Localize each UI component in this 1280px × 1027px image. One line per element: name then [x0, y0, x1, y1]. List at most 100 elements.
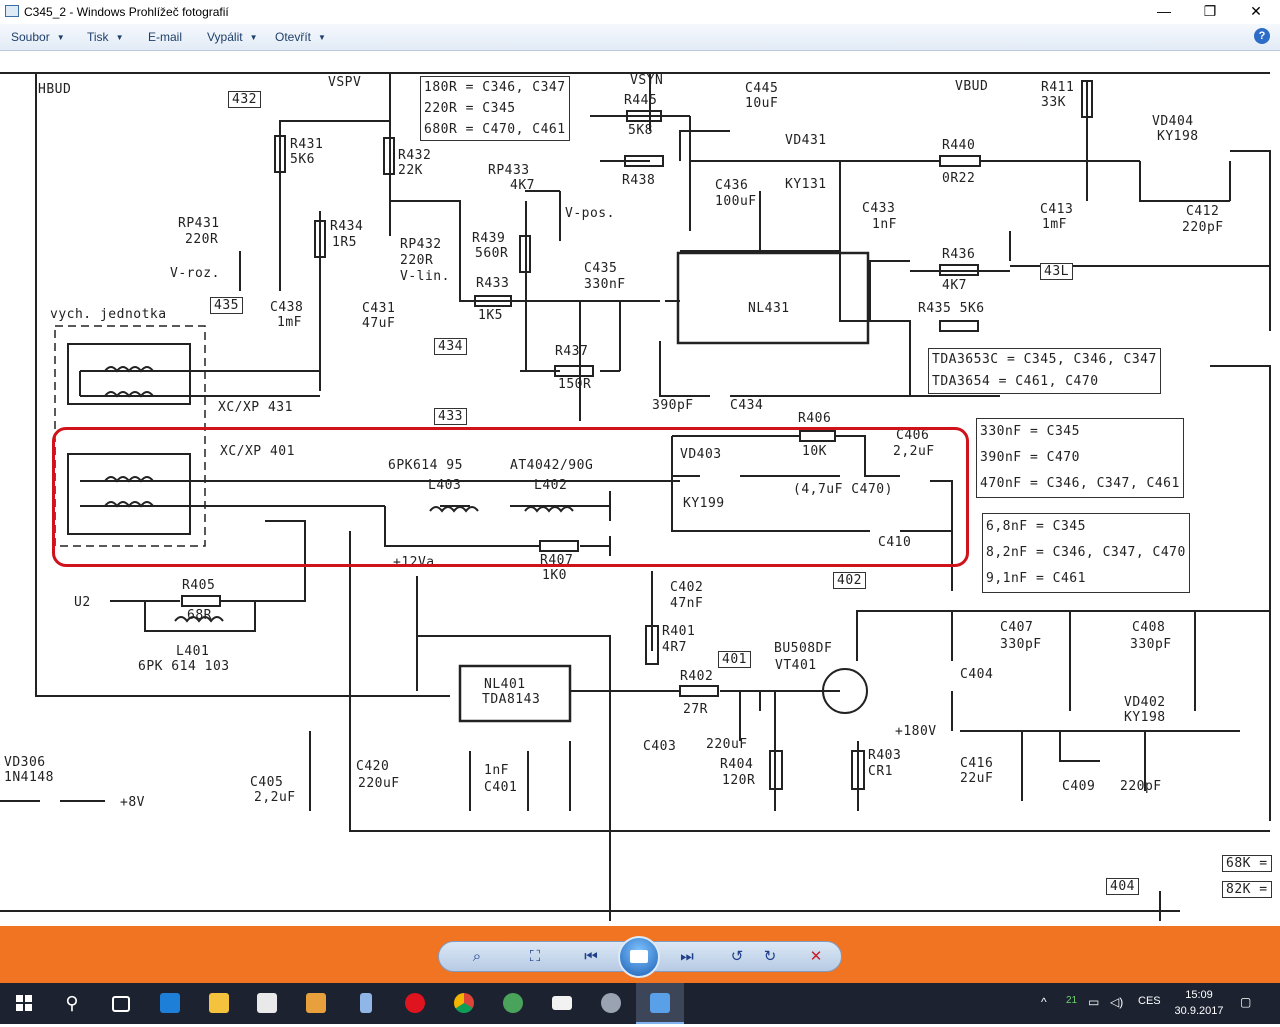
- taskbar-explorer[interactable]: [195, 983, 243, 1024]
- photo-viewer-app-icon: [5, 5, 19, 17]
- component-value: 5K6: [290, 152, 315, 167]
- clock[interactable]: 15:09 30.9.2017: [1174, 987, 1224, 1019]
- minimize-button[interactable]: —: [1157, 3, 1171, 19]
- media-player-icon: [306, 993, 326, 1013]
- taskbar-chrome[interactable]: [440, 983, 488, 1024]
- help-icon[interactable]: ?: [1254, 28, 1270, 44]
- slideshow-icon[interactable]: [618, 936, 660, 978]
- component-value: 330pF: [1000, 637, 1042, 652]
- component-value: 220pF: [1120, 779, 1162, 794]
- component-label: C438: [270, 300, 304, 315]
- component-value: 1K5: [478, 308, 503, 323]
- connector-label: 43L: [1040, 263, 1073, 280]
- menu-otevrit[interactable]: Otevřít▼: [275, 30, 326, 44]
- component-label: C406: [896, 428, 930, 443]
- component-value: 220uF: [706, 737, 748, 752]
- component-label: C434: [730, 398, 764, 413]
- rotate-cw-icon[interactable]: ↻: [763, 948, 777, 965]
- delete-icon[interactable]: ✕: [809, 948, 823, 965]
- component-value: 150R: [558, 377, 592, 392]
- variant-row: 470nF = C346, C347, C461: [980, 476, 1180, 491]
- component-label: C436: [715, 178, 749, 193]
- previous-icon[interactable]: ⏮: [584, 948, 598, 965]
- next-icon[interactable]: ⏭: [680, 948, 694, 965]
- component-label: VD403: [680, 447, 722, 462]
- component-value: 1N4148: [4, 770, 54, 785]
- connector-label: 401: [718, 651, 751, 668]
- volume-icon[interactable]: ◁): [1110, 995, 1124, 1009]
- net-label: VSPV: [328, 75, 362, 90]
- component-value: 120R: [722, 773, 756, 788]
- variant-row: 330nF = C345: [980, 424, 1080, 439]
- chevron-up-icon[interactable]: ^: [1041, 995, 1047, 1009]
- menu-vypalit[interactable]: Vypálit▼: [207, 30, 258, 44]
- zoom-icon[interactable]: ⌕: [472, 948, 482, 965]
- image-viewport: HBUD VSPV VSYN VBUD 432 R431 5K6 R432 22…: [0, 51, 1280, 926]
- component-label: C413: [1040, 202, 1074, 217]
- component-label: RP433: [488, 163, 530, 178]
- component-label: VD431: [785, 133, 827, 148]
- connector-label: 404: [1106, 878, 1139, 895]
- component-note: V-roz.: [170, 266, 220, 281]
- menu-label: Soubor: [11, 30, 50, 44]
- taskbar-edge[interactable]: [146, 983, 194, 1024]
- ic-value: TDA8143: [482, 692, 541, 707]
- component-value: 68R: [187, 608, 212, 623]
- taskbar-media[interactable]: [292, 983, 340, 1024]
- menu-tisk[interactable]: Tisk▼: [87, 30, 123, 44]
- variant-row: 390nF = C470: [980, 450, 1080, 465]
- component-value: 1nF: [484, 763, 509, 778]
- section-label: vych. jednotka: [50, 307, 167, 322]
- component-label: C408: [1132, 620, 1166, 635]
- ic-label: NL401: [484, 677, 526, 692]
- component-label: C407: [1000, 620, 1034, 635]
- component-value: 6PK 614 103: [138, 659, 230, 674]
- component-value: 2,2uF: [893, 444, 935, 459]
- language-indicator[interactable]: CES: [1138, 995, 1161, 1007]
- store-icon: [257, 993, 277, 1013]
- component-label: VD404: [1152, 114, 1194, 129]
- notifications-icon[interactable]: ▢: [1240, 995, 1252, 1009]
- component-label: C401: [484, 780, 518, 795]
- component-value: 1R5: [332, 235, 357, 250]
- component-label: C431: [362, 301, 396, 316]
- component-value: 27R: [683, 702, 708, 717]
- close-window-button[interactable]: ✕: [1250, 3, 1262, 19]
- network-icon[interactable]: ▭: [1088, 995, 1100, 1009]
- variant-table: 330nF = C345 390nF = C470 470nF = C346, …: [976, 418, 1184, 498]
- component-label: R401: [662, 624, 696, 639]
- start-button[interactable]: [0, 983, 48, 1024]
- component-label: C410: [878, 535, 912, 550]
- rotate-ccw-icon[interactable]: ↺: [730, 948, 744, 965]
- tray-badge[interactable]: 21: [1066, 995, 1078, 1006]
- taskbar-photo-viewer[interactable]: [636, 983, 684, 1024]
- component-label: AT4042/90G: [510, 458, 594, 473]
- connector-label: 433: [434, 408, 467, 425]
- menu-soubor[interactable]: Soubor ▼: [11, 30, 65, 44]
- component-label: C404: [960, 667, 994, 682]
- taskbar-usb[interactable]: [342, 983, 390, 1024]
- net-label: HBUD: [38, 82, 72, 97]
- folder-icon: [209, 993, 229, 1013]
- taskbar-mail[interactable]: [538, 983, 586, 1024]
- component-label: L402: [534, 478, 568, 493]
- component-label: R438: [622, 173, 656, 188]
- variant-row: 9,1nF = C461: [986, 571, 1086, 586]
- task-view-button[interactable]: [96, 983, 144, 1024]
- taskbar-opera[interactable]: [391, 983, 439, 1024]
- taskbar-globe-app[interactable]: [489, 983, 537, 1024]
- taskbar-store[interactable]: [243, 983, 291, 1024]
- component-value: 5K8: [628, 123, 653, 138]
- menu-email[interactable]: E-mail: [148, 30, 182, 44]
- search-button[interactable]: ⚲: [48, 983, 96, 1024]
- chevron-down-icon: ▼: [56, 33, 65, 42]
- component-value: VT401: [775, 658, 817, 673]
- maximize-button[interactable]: ❐: [1203, 3, 1217, 19]
- taskbar-app[interactable]: [587, 983, 635, 1024]
- variant-table: TDA3653C = C345, C346, C347 TDA3654 = C4…: [928, 348, 1161, 394]
- component-value: 0R22: [942, 171, 976, 186]
- fit-icon[interactable]: ⛶: [529, 948, 541, 965]
- component-value: 220R: [185, 232, 219, 247]
- globe-icon: [503, 993, 523, 1013]
- net-label: +180V: [895, 724, 937, 739]
